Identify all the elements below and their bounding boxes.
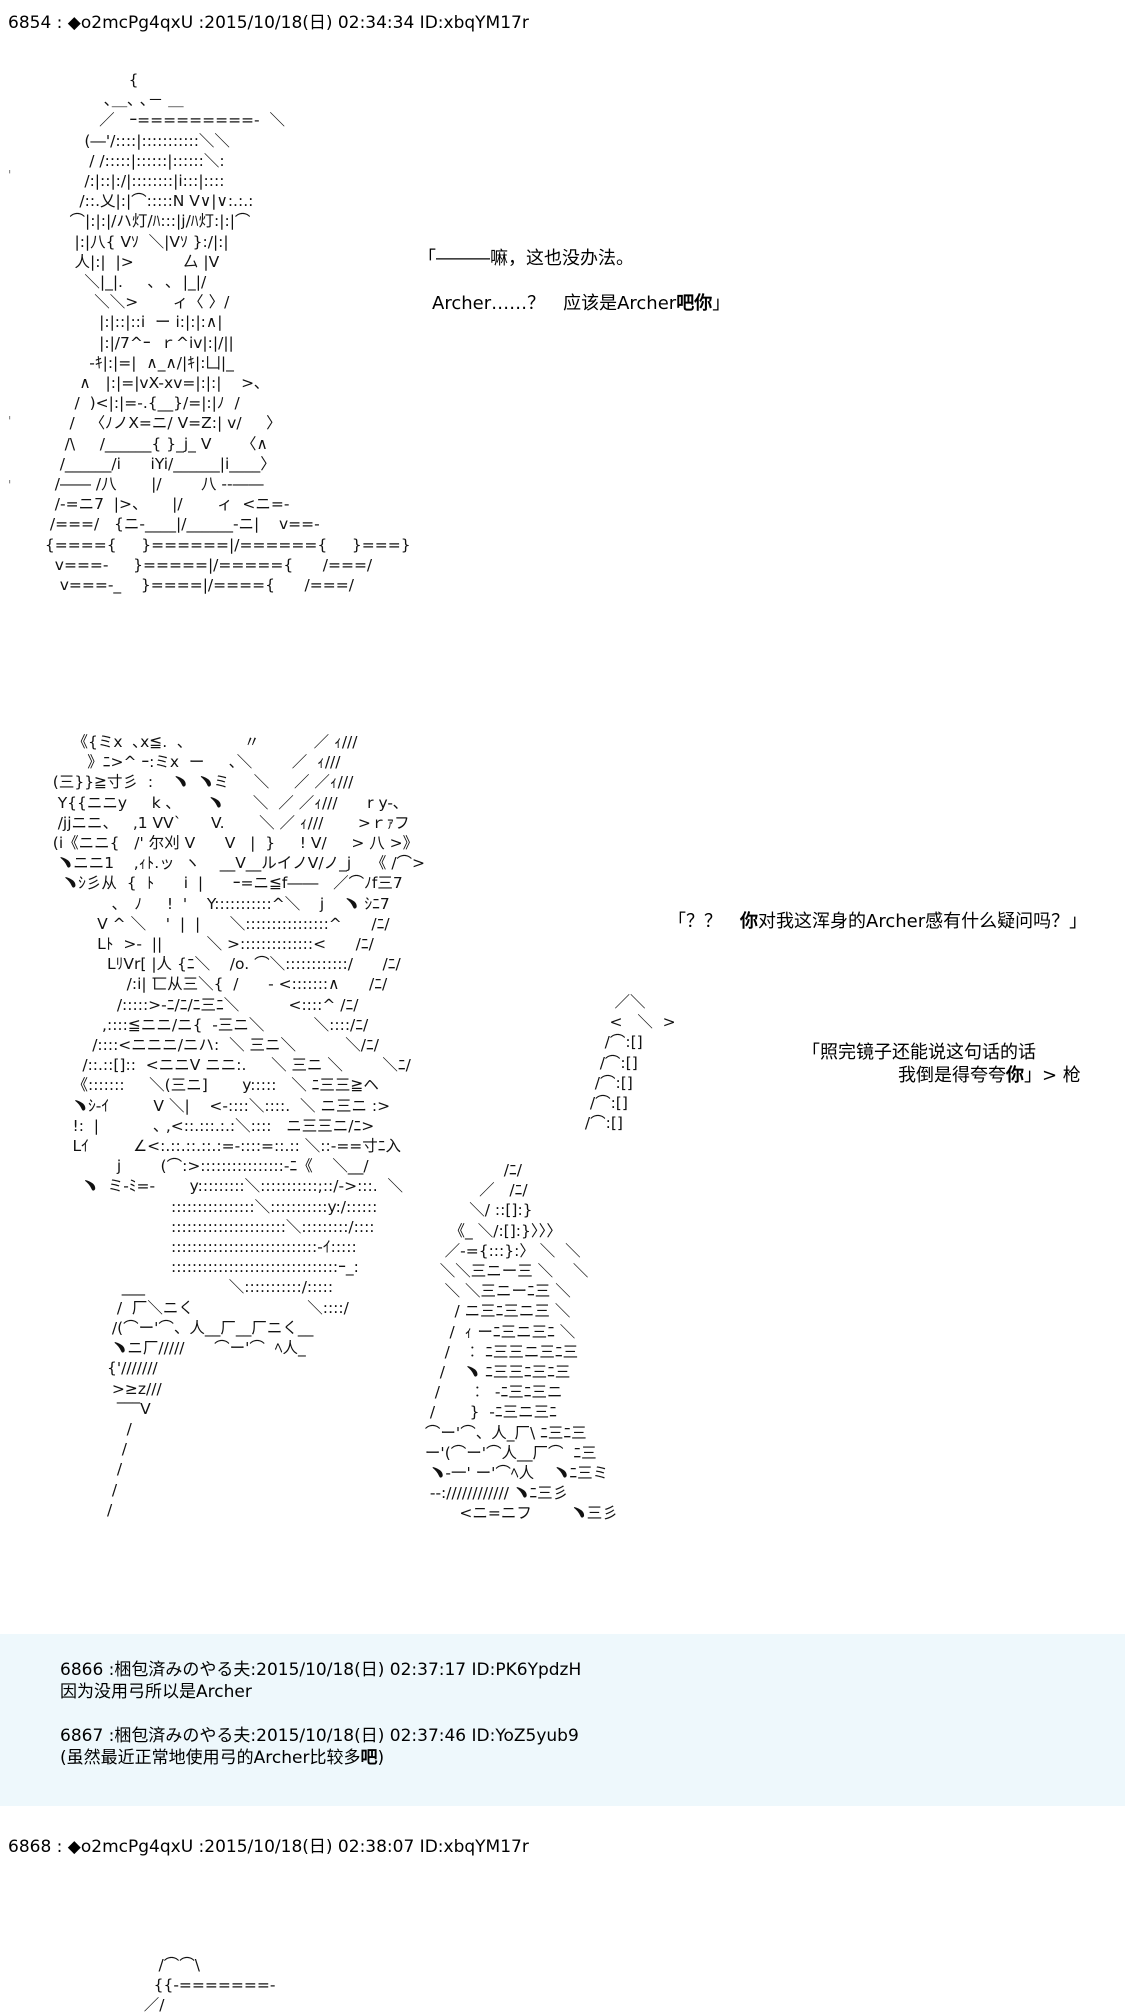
reply-band bbox=[0, 1634, 1125, 1806]
margin-mark: ' bbox=[8, 168, 12, 182]
speech-line: 我倒是得夸夸你」> 枪 bbox=[898, 1064, 1081, 1088]
speech-bold-text: 你 bbox=[1006, 1065, 1024, 1086]
speech-line: 「？？ 你对我这浑身的Archer感有什么疑问吗？」 bbox=[668, 910, 1087, 934]
speech-bold-text: 你 bbox=[740, 911, 758, 932]
speech-text: 」> 枪 bbox=[1024, 1065, 1081, 1086]
speech-text: 」 bbox=[712, 293, 731, 314]
reply-header: 6867 :梱包済みのやる夫:2015/10/18(日) 02:37:46 ID… bbox=[60, 1726, 579, 1746]
ascii-art-archer: { ､＿､ ､－ ＿ ／ ｰ=========- ＼ (―'/::::|::::… bbox=[44, 71, 411, 595]
speech-text: Archer……？ 应该是Archer bbox=[432, 293, 677, 314]
post-header: 6868 : ◆o2mcPg4qxU :2015/10/18(日) 02:38:… bbox=[8, 1837, 529, 1857]
speech-line: 「照完镜子还能说这句话的话 bbox=[802, 1042, 1036, 1063]
ascii-art-lancer-body: /ﾆ/ ／ /ﾆ/ ＼/ ::[]:} 《_ ＼/:[]:}〉〉〉 ／-={::… bbox=[424, 1161, 618, 1523]
speech-bold-text: 吧你 bbox=[676, 293, 713, 314]
margin-mark: ' bbox=[8, 478, 12, 492]
reply-body: 因为没用弓所以是Archer bbox=[60, 1682, 252, 1702]
reply-header: 6866 :梱包済みのやる夫:2015/10/18(日) 02:37:17 ID… bbox=[60, 1660, 582, 1680]
margin-mark: ' bbox=[8, 414, 12, 428]
reply-body: (虽然最近正常地使用弓的Archer比较多吧) bbox=[60, 1747, 384, 1769]
speech-line: Archer……？ 应该是Archer吧你」 bbox=[432, 292, 730, 316]
ascii-art-lancer: 《{ミx ､x≦. ､ 〃 ／ ｨ/// 》ﾆ>^ ｰ:ミx ー ､＼ ／ ｨ/… bbox=[52, 733, 426, 1519]
speech-line: 「―――嘛，这也没办法。 bbox=[418, 248, 634, 269]
reply-text: (虽然最近正常地使用弓的Archer比较多 bbox=[60, 1748, 361, 1768]
speech-text: 我倒是得夸夸 bbox=[898, 1065, 1006, 1086]
post-header: 6854 : ◆o2mcPg4qxU :2015/10/18(日) 02:34:… bbox=[8, 13, 529, 33]
speech-text: 「？？ bbox=[668, 911, 740, 932]
ascii-art-next: /⌒⌒\ {{-=======- ／/ bbox=[143, 1956, 276, 2015]
speech-text: 对我这浑身的Archer感有什么疑问吗？」 bbox=[758, 911, 1088, 932]
reply-text: ) bbox=[377, 1748, 385, 1768]
reply-bold-text: 吧 bbox=[360, 1748, 378, 1768]
ascii-art-lancer-spear: ／＼ < ＼ > /⌒:[] /⌒:[] /⌒:[] /⌒:[] /⌒:[] bbox=[584, 993, 676, 1133]
